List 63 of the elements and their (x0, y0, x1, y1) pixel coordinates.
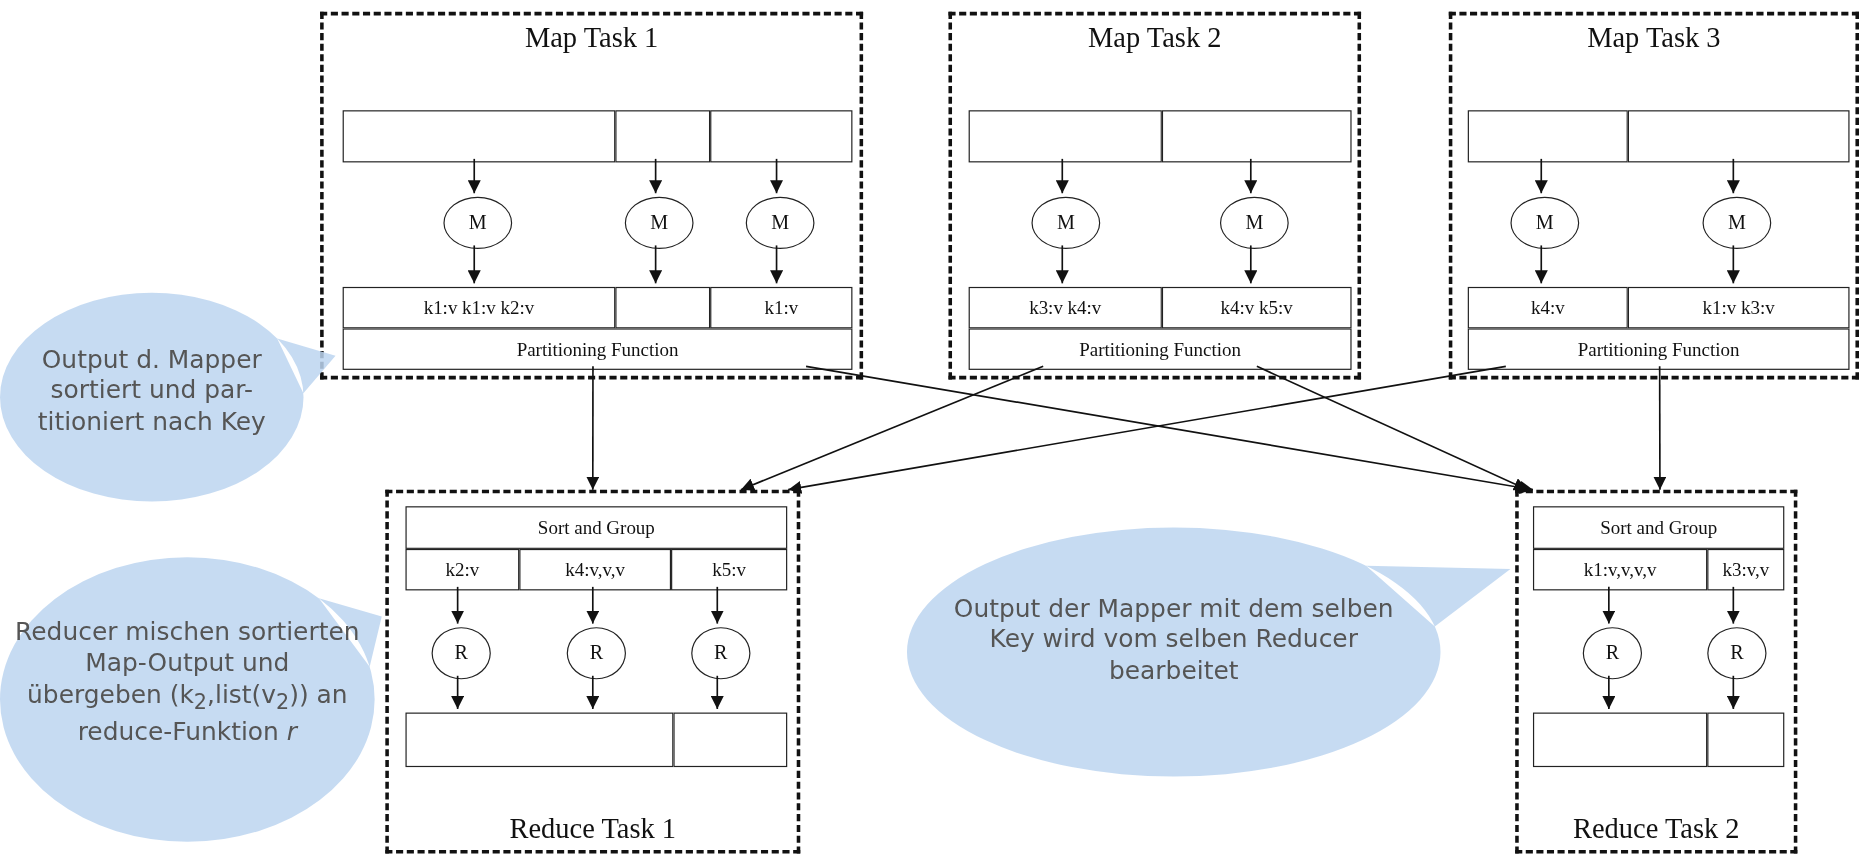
function-circle: M (1219, 196, 1289, 249)
arrow (467, 158, 481, 195)
table-cell: Sort and Group (405, 506, 788, 549)
arrow (710, 674, 724, 710)
table-cell: k2:v (405, 548, 520, 591)
callout-text: Reducer mischen sortierten Map-Output und übergeben (k$_{2}$,list(v$_{2}$)) an reduce-Funktion r (14, 616, 361, 747)
arrow (1602, 674, 1616, 710)
function-circle: R (431, 627, 491, 680)
table-cell: Partitioning Function (968, 328, 1352, 370)
table-cell: k4:v,v,v (519, 548, 672, 591)
arrow (1726, 158, 1740, 195)
callout-text: Output d. Mapper sortiert und par-titioniert nach Key (36, 344, 267, 438)
arrow (586, 674, 600, 710)
arrow (770, 158, 784, 195)
function-circle: M (443, 196, 513, 249)
arrow (649, 244, 663, 285)
arrow (586, 586, 600, 625)
arrow (710, 586, 724, 625)
function-circle: M (1031, 196, 1101, 249)
arrow (740, 365, 1044, 491)
table-cell: k1:v (710, 286, 853, 329)
table-cell: k3:v,v (1707, 548, 1785, 591)
arrow (1602, 586, 1616, 625)
arrow (1534, 158, 1548, 195)
table-cell: k3:v k4:v (968, 286, 1162, 329)
arrow (1244, 244, 1258, 285)
table-cell: k1:v k3:v (1627, 286, 1850, 329)
callout-text: Output der Mapper mit dem selben Key wird vom selben Reducer bearbeitet (952, 593, 1395, 687)
table-cell: k1:v k1:v k2:v (342, 286, 616, 329)
function-circle: M (745, 196, 815, 249)
arrow (1055, 158, 1069, 195)
table-cell: k5:v (671, 548, 788, 591)
arrow (451, 674, 465, 710)
function-circle: R (1582, 627, 1643, 680)
function-circle: M (624, 196, 694, 249)
arrow (1055, 244, 1069, 285)
table-cell: k4:v (1467, 286, 1628, 329)
arrow (467, 244, 481, 285)
arrow (770, 244, 784, 285)
function-circle: M (1702, 196, 1772, 249)
task-frame (1515, 489, 1798, 854)
table-cell: Partitioning Function (342, 328, 853, 370)
arrow (1726, 586, 1740, 625)
table-cell: Sort and Group (1532, 506, 1785, 549)
task-frame (385, 489, 801, 854)
arrow (649, 158, 663, 195)
arrow (1534, 244, 1548, 285)
arrow (586, 365, 600, 491)
function-circle: R (566, 627, 626, 680)
table-cell: Partitioning Function (1467, 328, 1850, 370)
arrow (451, 586, 465, 625)
task-frame (1448, 11, 1859, 380)
arrow (1726, 244, 1740, 285)
function-circle: M (1510, 196, 1580, 249)
table-cell: k4:v k5:v (1161, 286, 1352, 329)
function-circle: R (1707, 627, 1767, 680)
table-cell: k1:v,v,v,v (1532, 548, 1708, 591)
task-frame (948, 11, 1362, 380)
arrow (1244, 158, 1258, 195)
arrow (1726, 674, 1740, 710)
function-circle: R (691, 627, 751, 680)
task-frame (320, 11, 864, 380)
arrow (1653, 365, 1667, 491)
